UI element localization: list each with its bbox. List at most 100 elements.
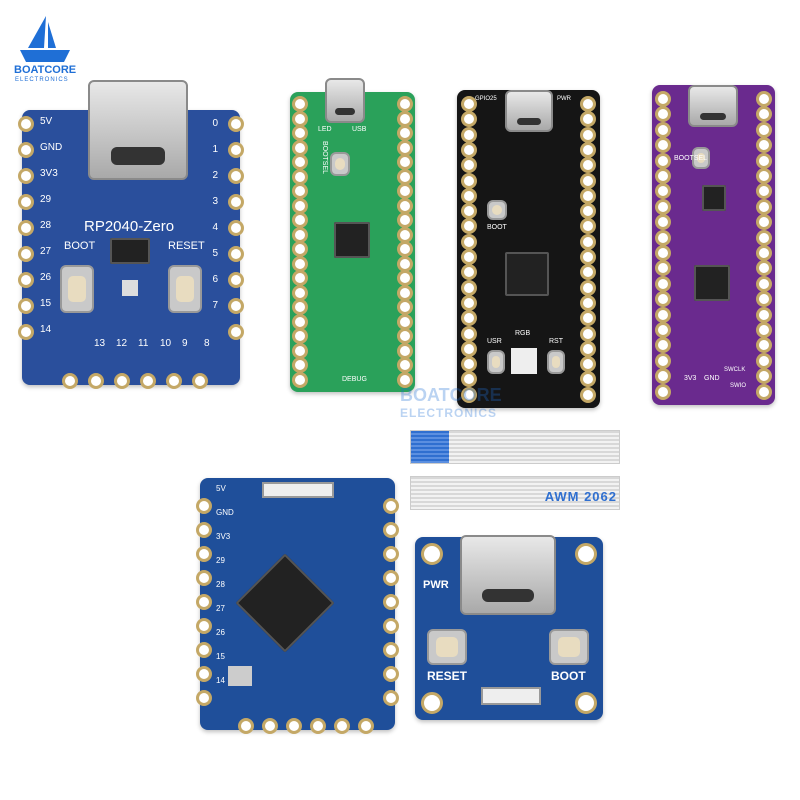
pin-pad <box>18 142 34 158</box>
pin-pad <box>292 299 308 315</box>
swio-label: SWIO <box>730 383 746 389</box>
pin-pad <box>196 498 212 514</box>
pin-pad <box>461 172 477 189</box>
pin-pad <box>461 126 477 143</box>
pin-pad <box>655 322 671 338</box>
pin-pad <box>196 594 212 610</box>
board-title: RP2040-Zero <box>84 218 175 235</box>
flash-chip <box>702 185 726 211</box>
pin-pad <box>18 298 34 314</box>
cable-tab <box>411 431 449 463</box>
pin-label: GND <box>216 508 234 517</box>
chip <box>235 553 335 653</box>
pin-label: 4 <box>212 222 218 233</box>
pin-pad <box>461 111 477 128</box>
pin-pad <box>461 386 477 403</box>
pin-pad <box>18 246 34 262</box>
pin-pad <box>580 126 596 143</box>
pin-pad <box>655 245 671 261</box>
usb-c-port <box>505 90 553 132</box>
pin-label: 28 <box>40 220 52 231</box>
pin-pad <box>580 203 596 220</box>
3v3-label: 3V3 <box>684 375 697 382</box>
mount-hole <box>575 543 597 565</box>
pin-pad <box>114 373 130 389</box>
watermark-sub: ELECTRONICS <box>400 406 498 420</box>
rst-button[interactable] <box>547 350 565 374</box>
pin-pad <box>756 352 772 369</box>
boot-label: BOOT <box>64 240 96 252</box>
pin-label: 3V3 <box>216 532 231 541</box>
pin-pad <box>228 116 244 132</box>
usb-adapter-board: PWR RESET BOOT <box>415 537 603 720</box>
pin-pad <box>580 264 596 281</box>
pin-pad <box>310 718 326 734</box>
reset-label: RESET <box>168 240 205 252</box>
pin-pad <box>461 371 477 388</box>
pin-pad <box>383 618 399 634</box>
rgb-label: RGB <box>515 330 531 337</box>
bootsel-button[interactable] <box>330 152 350 176</box>
fpc-connector <box>262 482 334 498</box>
reset-button[interactable] <box>427 629 467 665</box>
pin-label: 27 <box>216 604 225 613</box>
pin-pad <box>580 310 596 327</box>
pin-pad <box>397 241 413 257</box>
pin-label: 0 <box>212 118 218 129</box>
pin-pad <box>196 570 212 586</box>
pin-pad <box>580 294 596 311</box>
pin-pad <box>292 270 308 286</box>
brand-logo: BOATCORE ELECTRONICS <box>14 14 76 86</box>
pin-pad <box>228 142 244 158</box>
rgb-led <box>122 280 138 296</box>
pin-pad <box>655 183 671 200</box>
usb-c-port <box>88 80 188 180</box>
pin-pad <box>580 325 596 342</box>
pin-pad <box>461 279 477 296</box>
boot-button[interactable] <box>549 629 589 665</box>
pin-pad <box>461 141 477 158</box>
pin-label: 8 <box>204 338 210 349</box>
pin-pad <box>397 212 413 228</box>
usb-c-port <box>688 85 738 127</box>
rst-label: RST <box>549 338 563 345</box>
pin-pad <box>580 172 596 189</box>
rgb-led <box>511 348 537 374</box>
chip <box>110 238 150 264</box>
pin-pad <box>655 229 671 246</box>
pin-pad <box>196 522 212 538</box>
pin-pad <box>292 125 308 141</box>
mount-hole <box>421 692 443 714</box>
pin-pad <box>383 666 399 682</box>
pin-pad <box>461 218 477 235</box>
black-board: BOOT USR RGB RST GPIO25 PWR <box>457 90 600 408</box>
pin-pad <box>580 279 596 296</box>
reset-button[interactable] <box>168 265 202 313</box>
pin-pad <box>18 116 34 132</box>
pin-pad <box>756 229 772 246</box>
pin-pad <box>756 214 772 231</box>
boot-button[interactable] <box>60 265 94 313</box>
pin-pad <box>655 260 671 277</box>
watermark: BOATCORE ELECTRONICS <box>340 385 502 420</box>
pin-label: 29 <box>40 194 52 205</box>
pin-pad <box>756 306 772 323</box>
pin-label: 26 <box>40 272 52 283</box>
pin-pad <box>62 373 78 389</box>
pin-pad <box>383 690 399 706</box>
chip <box>505 252 549 296</box>
usr-button[interactable] <box>487 350 505 374</box>
pin-pad <box>655 198 671 215</box>
pin-label: GND <box>40 142 63 153</box>
pin-pad <box>580 233 596 250</box>
pin-label: 14 <box>216 676 225 685</box>
pin-pad <box>756 91 772 107</box>
pin-label: 9 <box>182 338 188 349</box>
boot-button[interactable] <box>487 200 507 220</box>
pin-pad <box>397 299 413 315</box>
ribbon-cable: AWM 2062 <box>410 476 620 510</box>
pin-pad <box>756 337 772 354</box>
bootsel-button[interactable] <box>692 147 710 169</box>
mount-hole <box>575 692 597 714</box>
